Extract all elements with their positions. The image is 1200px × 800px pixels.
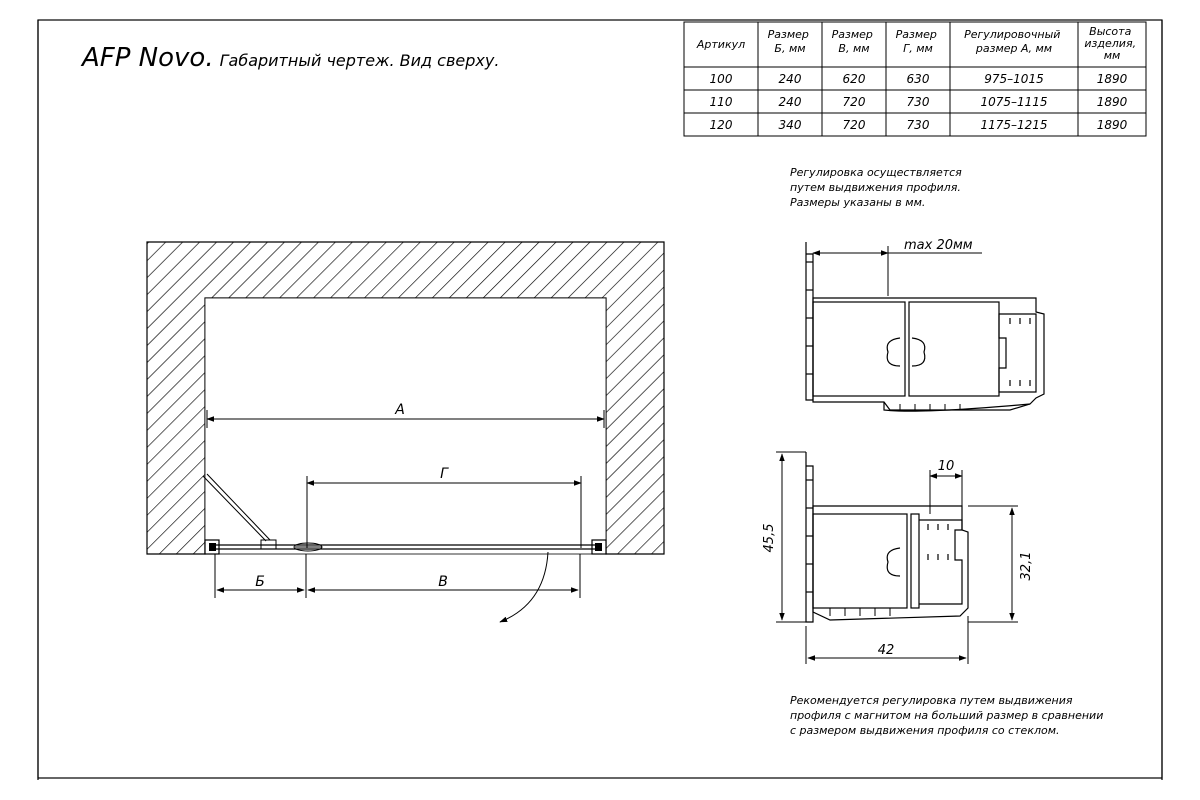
svg-text:110: 110 — [710, 95, 733, 109]
svg-text:100: 100 — [710, 72, 733, 86]
profile-section-bottom — [776, 451, 1018, 664]
svg-text:730: 730 — [907, 95, 930, 109]
svg-text:1890: 1890 — [1097, 118, 1128, 132]
dimension-g — [306, 476, 582, 548]
dimension-b-v — [214, 554, 581, 598]
table-header-size-b: Размер Б, мм — [768, 28, 813, 55]
svg-text:730: 730 — [907, 118, 930, 132]
table-header-height: Высота изделия, мм — [1084, 25, 1139, 62]
table-row: 110 240 720 730 1075–1115 1890 — [710, 95, 1128, 109]
door-assembly — [202, 473, 607, 555]
spec-table: Артикул Размер Б, мм Размер В, мм Размер… — [683, 21, 1147, 137]
label-max: max 20мм — [904, 238, 973, 253]
table-header-article: Артикул — [696, 38, 745, 51]
svg-text:240: 240 — [779, 72, 802, 86]
svg-text:720: 720 — [843, 118, 866, 132]
svg-text:630: 630 — [907, 72, 930, 86]
svg-text:620: 620 — [843, 72, 866, 86]
svg-text:1890: 1890 — [1097, 95, 1128, 109]
note-adjustment: Регулировка осуществляется путем выдвиже… — [790, 166, 965, 209]
label-a: А — [394, 402, 405, 418]
profile-section-top — [805, 242, 1045, 412]
label-dim-10: 10 — [938, 459, 955, 474]
svg-text:720: 720 — [843, 95, 866, 109]
svg-text:1075–1115: 1075–1115 — [980, 95, 1047, 109]
dimension-a — [206, 410, 605, 428]
svg-text:340: 340 — [779, 118, 802, 132]
title-sub: Габаритный чертеж. Вид сверху. — [220, 51, 500, 70]
svg-text:1890: 1890 — [1097, 72, 1128, 86]
label-v: В — [438, 574, 448, 590]
svg-text:975–1015: 975–1015 — [984, 72, 1043, 86]
door-swing-arc — [499, 551, 549, 623]
table-header-size-g: Размер Г, мм — [896, 28, 941, 55]
label-b: Б — [255, 574, 265, 590]
label-dim-42: 42 — [878, 643, 895, 658]
drawing-title: AFP Novo. Габаритный чертеж. Вид сверху. — [80, 43, 499, 73]
label-dim-45-5: 45,5 — [762, 524, 777, 553]
label-g: Г — [440, 466, 449, 482]
table-row: 120 340 720 730 1175–1215 1890 — [710, 118, 1128, 132]
table-header-size-v: Размер В, мм — [832, 28, 877, 55]
label-dim-32-1: 32,1 — [1019, 552, 1034, 581]
svg-text:240: 240 — [779, 95, 802, 109]
table-header-adjust-a: Регулировочный размер А, мм — [964, 28, 1064, 55]
sheet-frame — [37, 19, 1163, 780]
plan-view: А Г — [146, 241, 665, 623]
note-recommendation: Рекомендуется регулировка путем выдвижен… — [790, 694, 1107, 737]
title-main: AFP Novo. — [80, 43, 214, 73]
table-row: 100 240 620 630 975–1015 1890 — [710, 72, 1128, 86]
svg-text:120: 120 — [710, 118, 733, 132]
svg-text:1175–1215: 1175–1215 — [980, 118, 1047, 132]
